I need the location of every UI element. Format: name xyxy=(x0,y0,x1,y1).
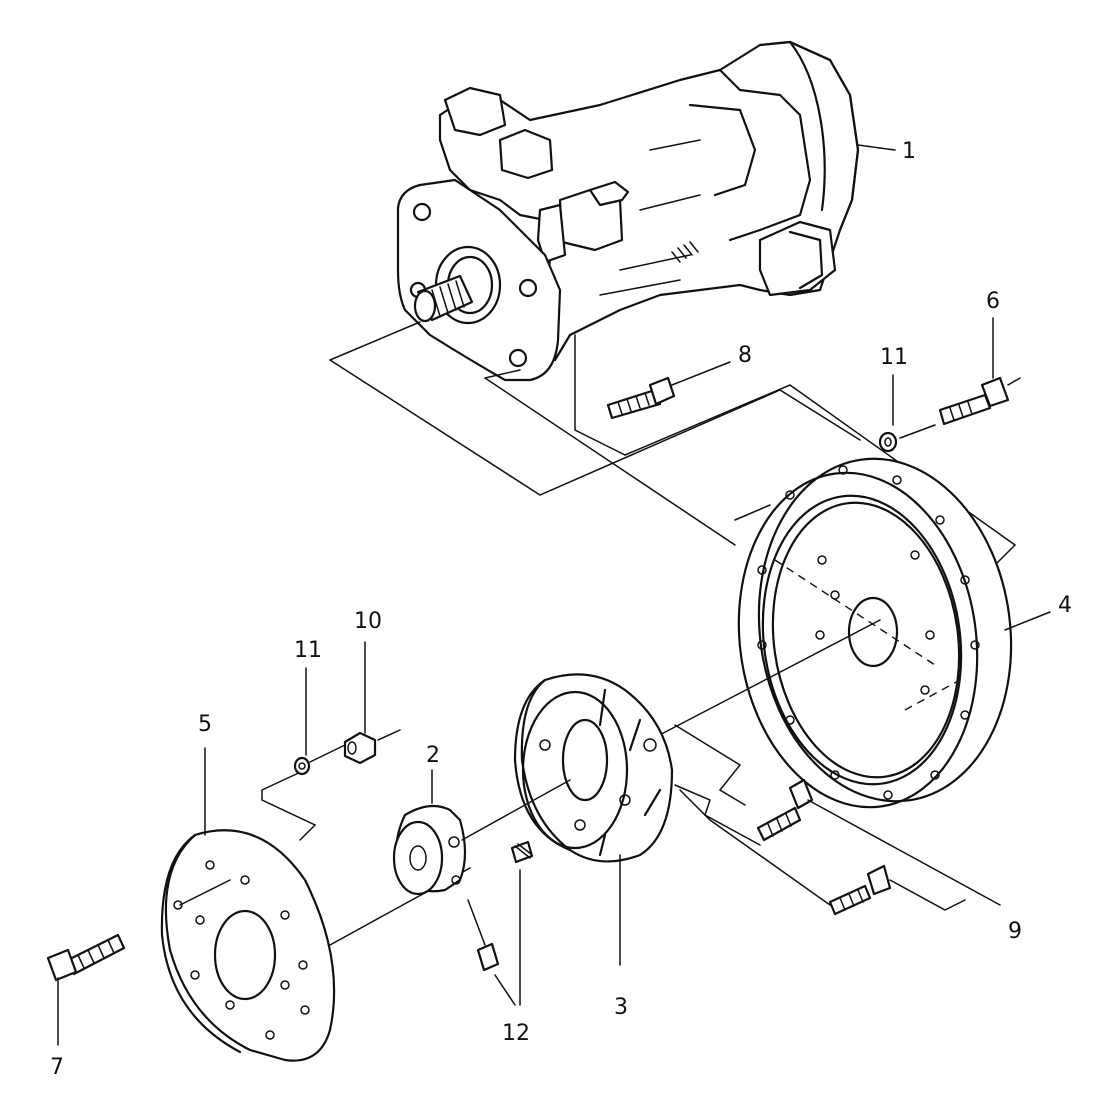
label-part-10: 10 xyxy=(354,609,382,634)
bolt-6 xyxy=(938,317,1021,426)
set-screws-12 xyxy=(467,840,534,1006)
washer-11-upper xyxy=(878,374,936,453)
label-part-11-upper: 11 xyxy=(880,345,908,370)
bolt-8 xyxy=(606,361,731,420)
label-part-4: 4 xyxy=(1058,593,1072,618)
flange-4 xyxy=(737,457,1051,809)
hub-2 xyxy=(392,769,571,896)
pump-assembly xyxy=(396,40,896,382)
washer-11-lower xyxy=(293,667,346,776)
label-part-12: 12 xyxy=(502,1021,530,1046)
plate-5 xyxy=(160,747,336,1062)
bolts-9 xyxy=(756,778,1001,916)
label-part-6: 6 xyxy=(986,289,1000,314)
label-part-7: 7 xyxy=(50,1055,64,1080)
label-part-2: 2 xyxy=(426,743,440,768)
bolt-7 xyxy=(46,933,126,1046)
label-part-9: 9 xyxy=(1008,919,1022,944)
nut-10 xyxy=(343,641,401,765)
label-part-3: 3 xyxy=(614,995,628,1020)
label-part-8: 8 xyxy=(738,343,752,368)
coupling-3 xyxy=(513,673,674,966)
part-labels: 1 2 3 4 5 6 7 8 9 10 11 11 12 xyxy=(50,139,1072,1080)
assembly-lines-lower xyxy=(261,724,831,906)
label-part-5: 5 xyxy=(198,712,212,737)
label-part-1: 1 xyxy=(902,139,916,164)
label-part-11-lower: 11 xyxy=(294,638,322,663)
